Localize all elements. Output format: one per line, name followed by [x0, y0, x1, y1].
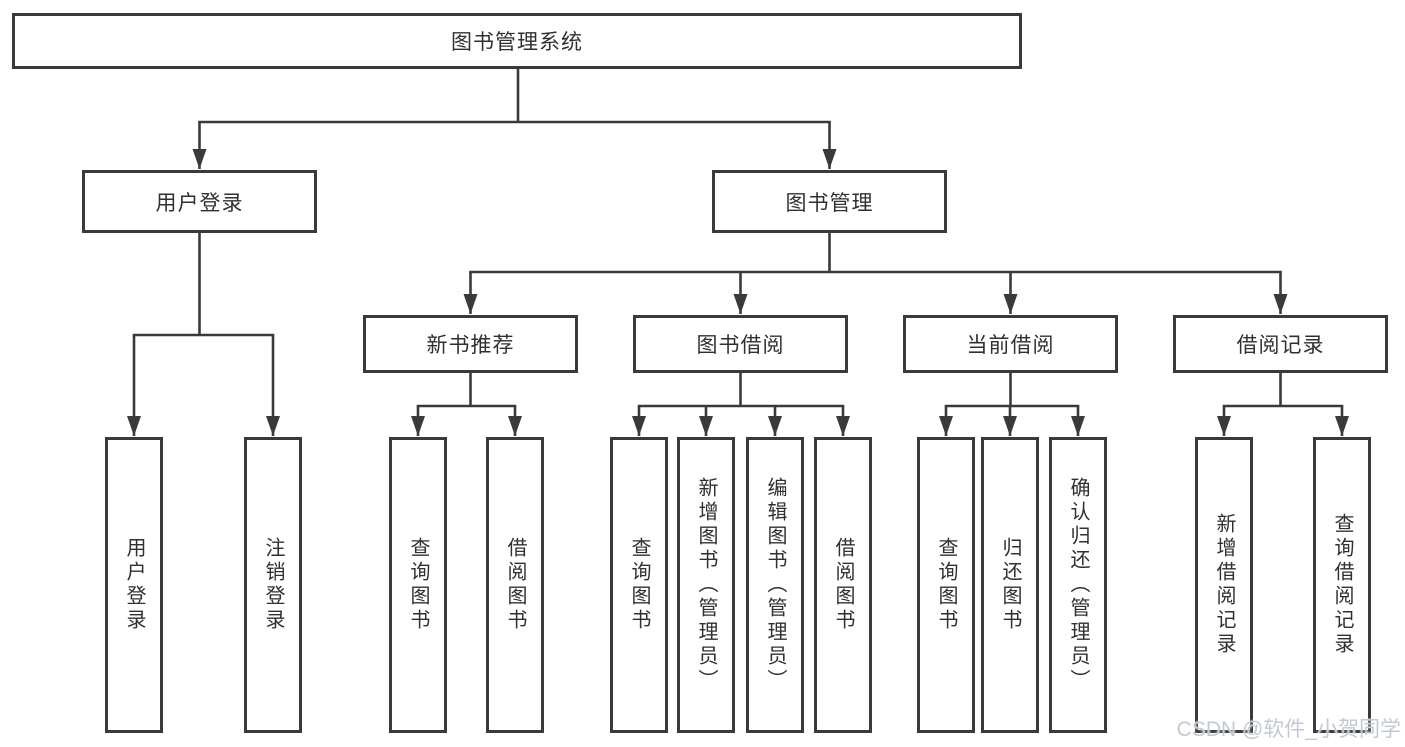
- node-label: 借阅图书: [832, 537, 854, 633]
- node-book-borrowing: 图书借阅: [633, 315, 848, 373]
- leaf-user-login: 用户登录: [105, 437, 163, 733]
- node-current-borrowing: 当前借阅: [903, 315, 1118, 373]
- node-label: 编辑图书（管理员）: [764, 477, 786, 693]
- leaf-edit-book-admin: 编辑图书（管理员）: [746, 437, 804, 733]
- node-label: 图书借阅: [696, 334, 785, 357]
- csdn-watermark: CSDN @软件_小贺同学: [1176, 718, 1401, 741]
- node-library-management-system: 图书管理系统: [12, 13, 1022, 69]
- leaf-return-books: 归还图书: [981, 437, 1039, 733]
- node-label: 图书管理: [785, 191, 874, 215]
- node-label: 查询图书: [407, 537, 429, 633]
- node-label: 确认归还（管理员）: [1067, 477, 1089, 693]
- node-label: 用户登录: [123, 537, 145, 633]
- node-label: 查询借阅记录: [1331, 513, 1353, 657]
- leaf-add-book-admin: 新增图书（管理员）: [677, 437, 735, 733]
- node-new-book-recommendation: 新书推荐: [363, 315, 578, 373]
- leaf-query-books-current: 查询图书: [917, 437, 975, 733]
- node-label: 当前借阅: [966, 334, 1055, 357]
- node-label: 新增借阅记录: [1213, 513, 1235, 657]
- leaf-logout: 注销登录: [244, 437, 302, 733]
- leaf-borrow-books-recommend: 借阅图书: [486, 437, 544, 733]
- node-label: 查询图书: [935, 537, 957, 633]
- node-user-login: 用户登录: [82, 170, 317, 233]
- leaf-query-books-borrow: 查询图书: [610, 437, 668, 733]
- node-label: 借阅记录: [1236, 334, 1325, 357]
- node-label: 图书管理系统: [451, 31, 583, 54]
- node-borrowing-records: 借阅记录: [1173, 315, 1388, 373]
- leaf-add-borrow-record: 新增借阅记录: [1195, 437, 1253, 733]
- leaf-borrow-books: 借阅图书: [814, 437, 872, 733]
- node-label: 新增图书（管理员）: [695, 477, 717, 693]
- node-label: 借阅图书: [504, 537, 526, 633]
- leaf-query-borrow-record: 查询借阅记录: [1313, 437, 1371, 733]
- node-label: 查询图书: [628, 537, 650, 633]
- node-label: 注销登录: [262, 537, 284, 633]
- node-label: 归还图书: [999, 537, 1021, 633]
- leaf-confirm-return-admin: 确认归还（管理员）: [1049, 437, 1107, 733]
- node-book-management: 图书管理: [712, 170, 947, 233]
- node-label: 新书推荐: [426, 334, 515, 357]
- leaf-query-books-recommend: 查询图书: [389, 437, 447, 733]
- node-label: 用户登录: [155, 191, 244, 215]
